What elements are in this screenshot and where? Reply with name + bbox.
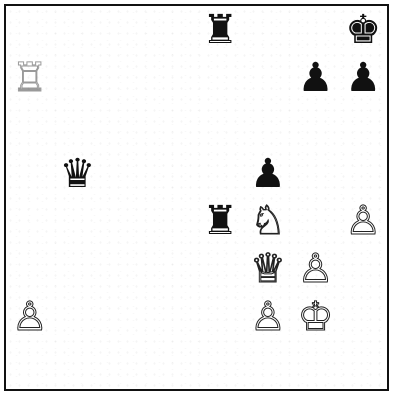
black-pawn-1[interactable]: ♟ <box>292 54 340 102</box>
white-knight[interactable]: ♘ <box>244 197 292 245</box>
black-pawn-2[interactable]: ♟ <box>339 54 387 102</box>
black-rook-2[interactable]: ♜ <box>196 197 244 245</box>
white-pawn-4[interactable]: ♙ <box>244 293 292 341</box>
white-king[interactable]: ♔ <box>292 293 340 341</box>
white-pawn-3[interactable]: ♙ <box>6 293 54 341</box>
black-pawn-3[interactable]: ♟ <box>244 150 292 198</box>
chess-board[interactable]: ♜♚♖♟♟♛♟♜♘♙♕♙♙♙♔ <box>4 4 389 391</box>
black-rook-1[interactable]: ♜ <box>196 6 244 54</box>
faded-piece[interactable]: ♖ <box>6 54 54 102</box>
white-pawn-1[interactable]: ♙ <box>339 197 387 245</box>
black-king[interactable]: ♚ <box>339 6 387 54</box>
white-queen[interactable]: ♕ <box>244 245 292 293</box>
black-queen[interactable]: ♛ <box>53 150 101 198</box>
white-pawn-2[interactable]: ♙ <box>292 245 340 293</box>
